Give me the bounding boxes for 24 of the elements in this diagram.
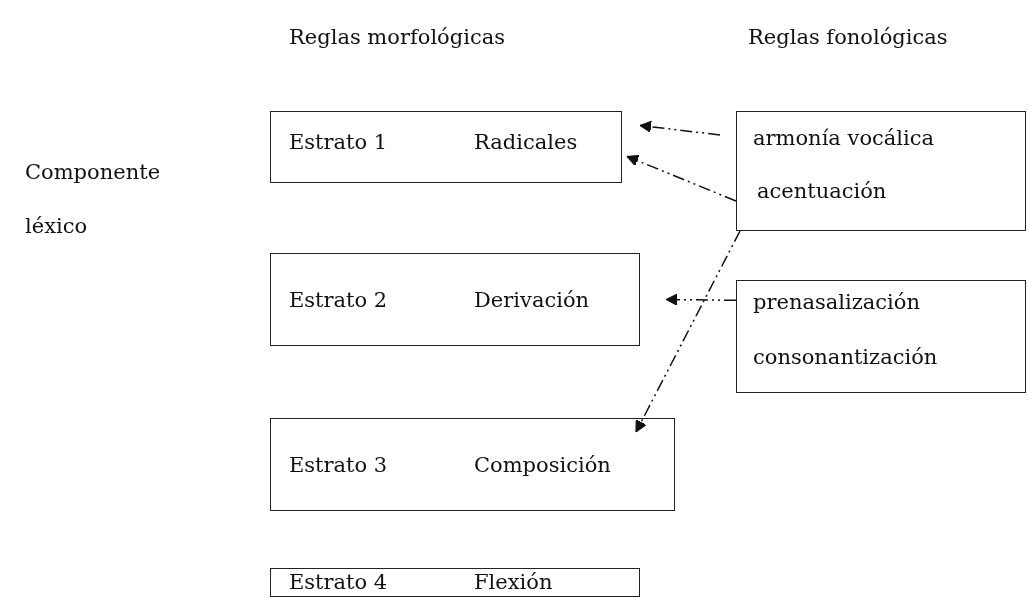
box-text: Estrato 4: [289, 569, 388, 595]
arrow: [639, 120, 721, 136]
box-text: Derivación: [474, 287, 590, 313]
text-box: [270, 418, 675, 511]
box-text: Flexión: [474, 569, 553, 595]
heading-label: Reglas fonológicas: [748, 24, 949, 51]
arrow: [665, 293, 737, 306]
text-box: [736, 111, 1026, 231]
box-text: prenasalización: [753, 289, 920, 315]
box-text: Composición: [474, 452, 611, 478]
arrow: [626, 154, 737, 202]
box-text: Estrato 3: [289, 452, 388, 478]
box-text: Estrato 1: [289, 129, 388, 155]
text-box: [736, 280, 1026, 393]
box-text: Estrato 2: [289, 287, 388, 313]
box-text: Radicales: [474, 129, 578, 155]
box-text: acentuación: [757, 178, 887, 204]
arrow: [635, 230, 741, 433]
box-text: consonantización: [753, 344, 938, 370]
text-box: [270, 111, 622, 183]
heading-label: Reglas morfológicas: [289, 24, 506, 51]
box-text: armonía vocálica: [753, 125, 935, 151]
text-box: [270, 568, 640, 597]
text-box: [270, 253, 640, 346]
